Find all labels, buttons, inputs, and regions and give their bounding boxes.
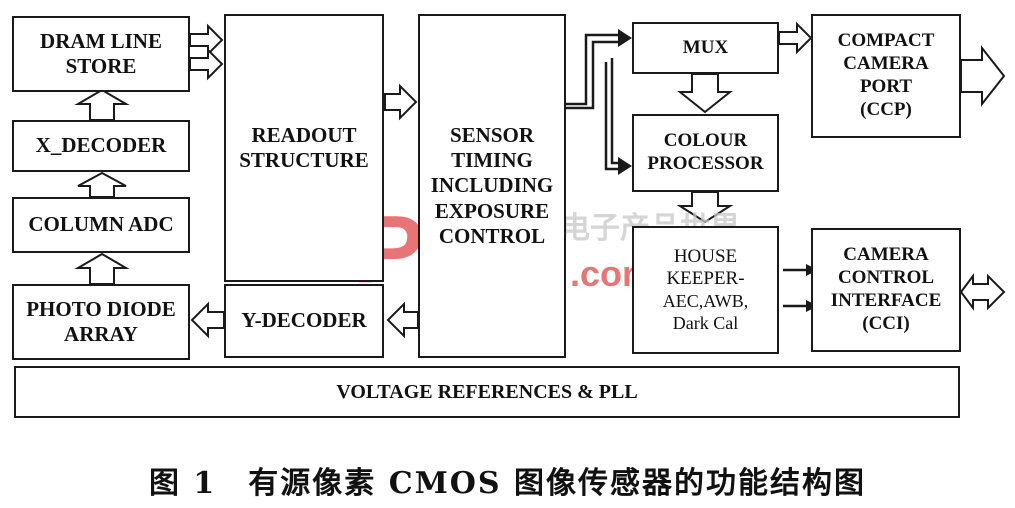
block-sensor-timing: SENSOR TIMING INCLUDING EXPOSURE CONTROL bbox=[418, 14, 566, 358]
connection-arrows bbox=[74, 21, 1006, 339]
block-y-decoder: Y-DECODER bbox=[224, 284, 384, 358]
figure-caption: 图 1 有源像素 CMOS 图像传感器的功能结构图 bbox=[148, 466, 867, 501]
block-house-keeper: HOUSE KEEPER- AEC,AWB, Dark Cal bbox=[632, 226, 779, 354]
arrow-ydecoder-to-photodiode bbox=[190, 301, 225, 339]
house-keeper-title: HOUSE KEEPER- bbox=[666, 245, 745, 290]
block-dram-line-store: DRAM LINE STORE bbox=[12, 16, 190, 92]
house-keeper-detail: AEC,AWB, Dark Cal bbox=[662, 291, 749, 333]
arrow-mux-to-colour bbox=[677, 73, 733, 114]
arrow-cci-bidirectional bbox=[959, 273, 1006, 311]
arrowhead-to-mux bbox=[618, 29, 632, 47]
arrow-readout-to-dram-1 bbox=[189, 23, 224, 57]
block-camera-control-interface: CAMERA CONTROL INTERFACE (CCI) bbox=[811, 228, 961, 352]
arrow-colour-to-housekeeper bbox=[676, 191, 734, 224]
block-column-adc: COLUMN ADC bbox=[12, 197, 190, 253]
arrowhead-to-colour bbox=[618, 157, 632, 175]
arrow-sensor-to-ydecoder bbox=[386, 301, 419, 339]
arrow-xdecoder-to-dram bbox=[74, 88, 130, 121]
block-colour-processor: COLOUR PROCESSOR bbox=[632, 114, 779, 192]
arrow-photodiode-to-adc bbox=[74, 252, 130, 285]
block-x-decoder: X_DECODER bbox=[12, 120, 190, 172]
block-mux: MUX bbox=[632, 22, 779, 74]
arrow-adc-to-xdecoder bbox=[77, 171, 127, 198]
block-photo-diode-array: PHOTO DIODE ARRAY bbox=[12, 284, 190, 360]
block-voltage-references-pll: VOLTAGE REFERENCES & PLL bbox=[14, 366, 960, 418]
block-readout-structure: READOUT STRUCTURE bbox=[224, 14, 384, 282]
arrow-readout-to-sensor bbox=[384, 83, 418, 121]
arrow-ccp-output bbox=[960, 45, 1006, 107]
block-compact-camera-port: COMPACT CAMERA PORT (CCP) bbox=[811, 14, 961, 138]
arrow-readout-to-dram-2 bbox=[189, 47, 224, 81]
timing-output-lines bbox=[566, 33, 806, 308]
arrow-mux-to-ccp bbox=[778, 21, 813, 55]
